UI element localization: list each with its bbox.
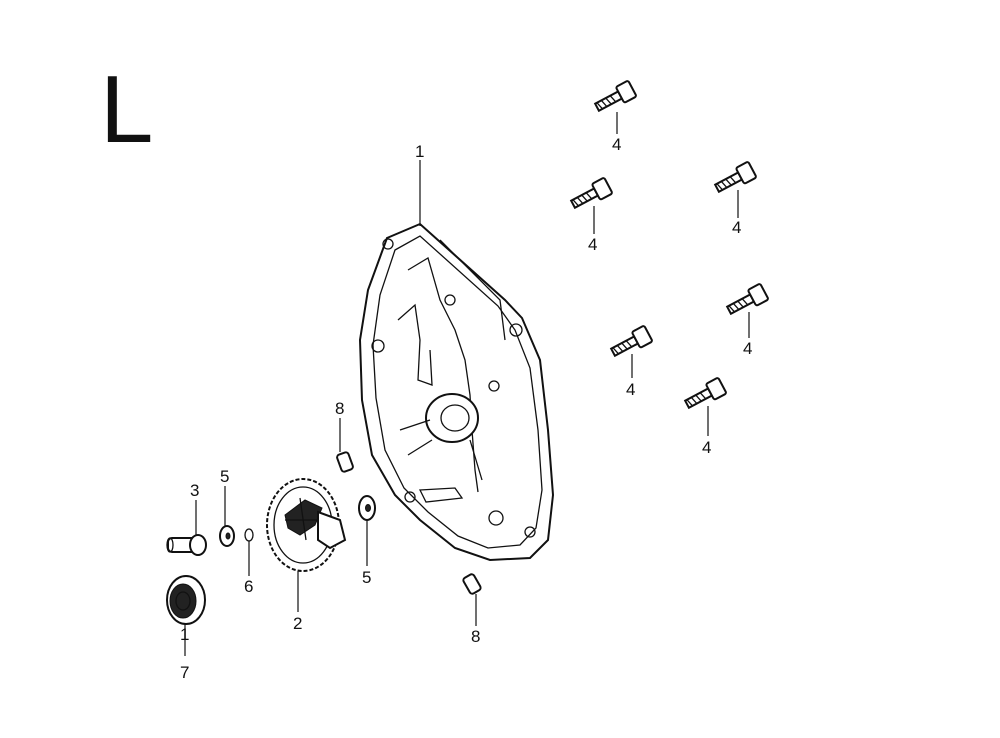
- callout-bolt-d: 4: [743, 339, 752, 358]
- callout-dowel-pin-upper: 8: [335, 399, 344, 418]
- callout-bolt-c: 4: [732, 218, 741, 237]
- callout-washer-right: 5: [362, 568, 371, 587]
- governor-gear: [266, 478, 347, 572]
- section-letter: L: [100, 56, 154, 163]
- bolt-e: [609, 325, 653, 358]
- washer-right: [358, 495, 376, 521]
- oil-seal: [166, 575, 206, 625]
- clip: [244, 528, 254, 542]
- bolt-a: [593, 80, 637, 113]
- governor-shaft: [166, 534, 207, 556]
- callout-bolt-a: 4: [612, 135, 621, 154]
- callout-bolt-b: 4: [588, 235, 597, 254]
- callout-clip: 6: [244, 577, 253, 596]
- washer-left: [219, 525, 235, 547]
- bolt-b: [569, 177, 613, 210]
- bolt-f: [683, 377, 727, 410]
- callout-governor-shaft: 3: [190, 481, 199, 500]
- callout-oil-seal-top: 1: [180, 625, 189, 644]
- callout-bolt-f: 4: [702, 438, 711, 457]
- dowel-pin-lower: [462, 573, 482, 595]
- callout-oil-seal: 7: [180, 663, 189, 682]
- callout-governor-gear: 2: [293, 614, 302, 633]
- callout-crankcase-cover: 1: [415, 142, 424, 161]
- callout-labels: 1 4 4 4 4 4 4 8 8 5 5 6 3 2 1 7: [180, 135, 752, 682]
- bolt-c: [713, 161, 757, 194]
- bolt-d: [725, 283, 769, 316]
- callout-dowel-pin-lower: 8: [471, 627, 480, 646]
- callout-washer-left: 5: [220, 467, 229, 486]
- dowel-pin-upper: [336, 451, 354, 473]
- crankcase-cover: [358, 222, 555, 562]
- callout-bolt-e: 4: [626, 380, 635, 399]
- leader-lines: [184, 112, 750, 656]
